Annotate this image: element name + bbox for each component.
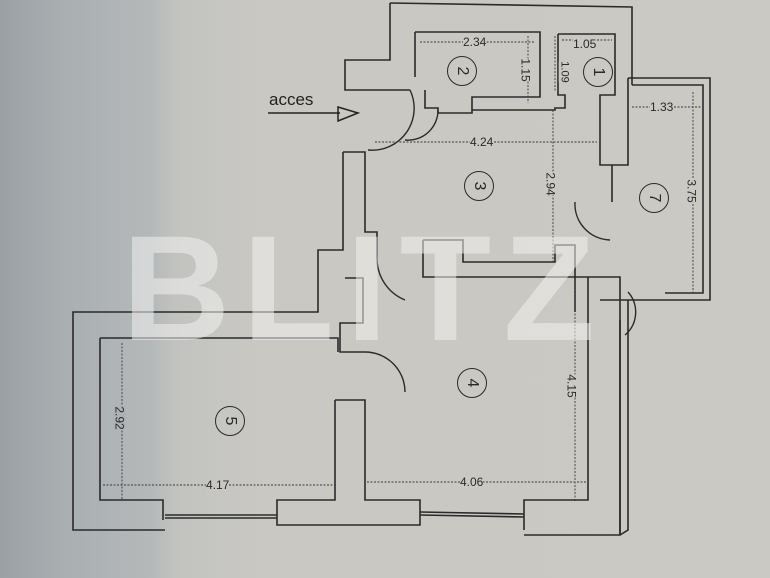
dim-room4-width: 4.06 bbox=[460, 475, 484, 489]
room-tag-7: 7 bbox=[639, 183, 669, 213]
dim-room2-width: 2.34 bbox=[463, 35, 487, 49]
dim-room3-depth: 2.94 bbox=[543, 172, 558, 196]
room-tag-5: 5 bbox=[215, 406, 245, 436]
dim-room3-width: 4.24 bbox=[470, 135, 494, 149]
dim-room5-width: 4.17 bbox=[206, 478, 230, 492]
room-tag-1: 1 bbox=[583, 57, 613, 87]
dim-room1-depth: 1.09 bbox=[558, 61, 571, 83]
dim-room7-width: 1.33 bbox=[650, 100, 674, 114]
dim-room1-width: 1.05 bbox=[573, 37, 597, 51]
room-tag-4: 4 bbox=[457, 368, 487, 398]
dim-room4-depth: 4.15 bbox=[564, 374, 579, 398]
dim-room7-depth: 3.75 bbox=[684, 179, 699, 203]
dim-room2-depth: 1.15 bbox=[518, 58, 533, 82]
room-tag-2: 2 bbox=[447, 56, 477, 86]
room-tag-3: 3 bbox=[464, 171, 494, 201]
dim-room5-depth: 2.92 bbox=[112, 406, 127, 430]
entrance-label: acces bbox=[269, 90, 314, 109]
